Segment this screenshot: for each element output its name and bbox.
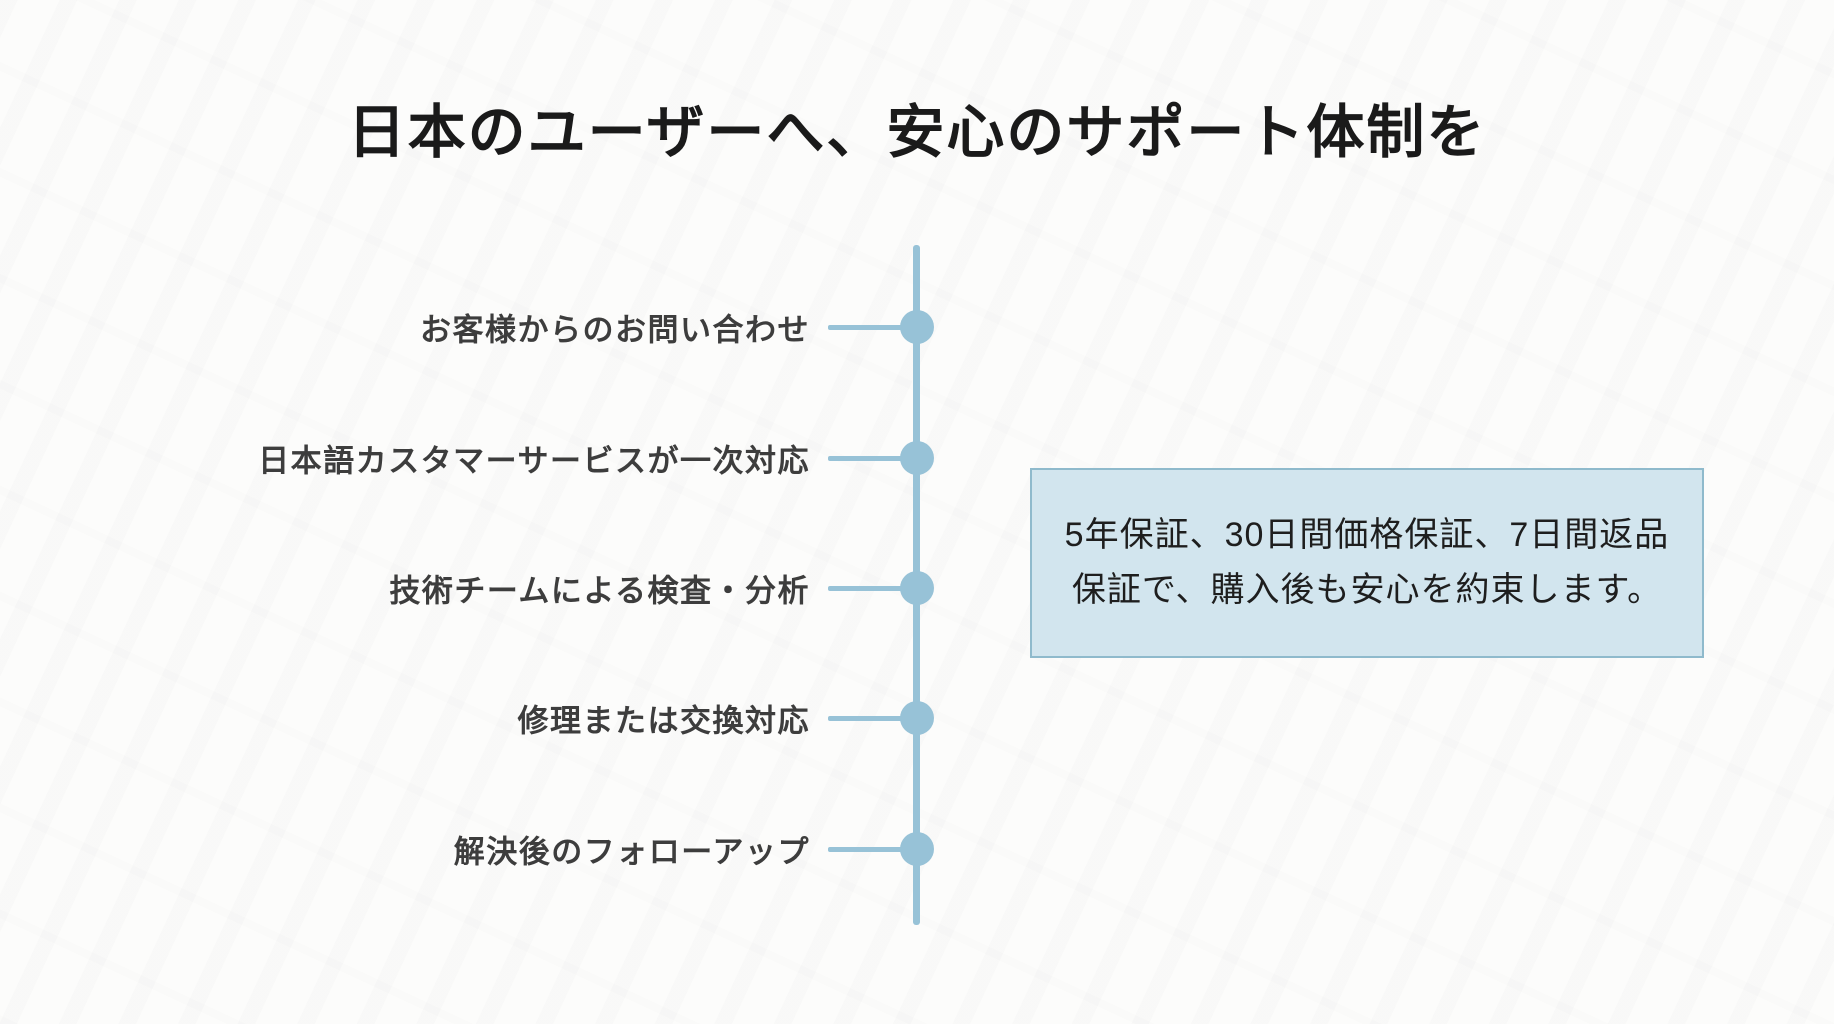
timeline-connector-line [828, 846, 907, 852]
timeline-connector-line [828, 585, 907, 591]
timeline-step-label: 修理または交換対応 [517, 703, 810, 739]
timeline-step-label: 解決後のフォローアップ [453, 834, 810, 870]
timeline-node-dot [900, 832, 934, 866]
timeline-node-dot [900, 310, 934, 344]
timeline-node-dot [900, 441, 934, 475]
timeline-node-dot [900, 701, 934, 735]
guarantee-box: 5年保証、30日間価格保証、7日間返品 保証で、購入後も安心を約束します。 [1030, 468, 1704, 658]
timeline-step-2: 日本語カスタマーサービスが一次対応 [0, 433, 1834, 483]
timeline-connector-line [828, 455, 907, 461]
timeline-connector-line [828, 324, 907, 330]
timeline-step-5: 解決後のフォローアップ [0, 824, 1834, 874]
timeline-step-label: お客様からのお問い合わせ [420, 312, 810, 348]
timeline-step-label: 技術チームによる検査・分析 [389, 573, 810, 609]
timeline-connector-line [828, 715, 907, 721]
timeline-step-label: 日本語カスタマーサービスが一次対応 [258, 443, 810, 479]
timeline-node-dot [900, 571, 934, 605]
guarantee-text-line-2: 保証で、購入後も安心を約束します。 [1071, 571, 1663, 609]
timeline-step-1: お客様からのお問い合わせ [0, 302, 1834, 352]
timeline-step-3: 技術チームによる検査・分析 [0, 563, 1834, 613]
guarantee-text-line-1: 5年保証、30日間価格保証、7日間返品 [1064, 515, 1670, 554]
page-title: 日本のユーザーへ、安心のサポート体制を [347, 100, 1487, 165]
timeline-step-4: 修理または交換対応 [0, 693, 1834, 743]
